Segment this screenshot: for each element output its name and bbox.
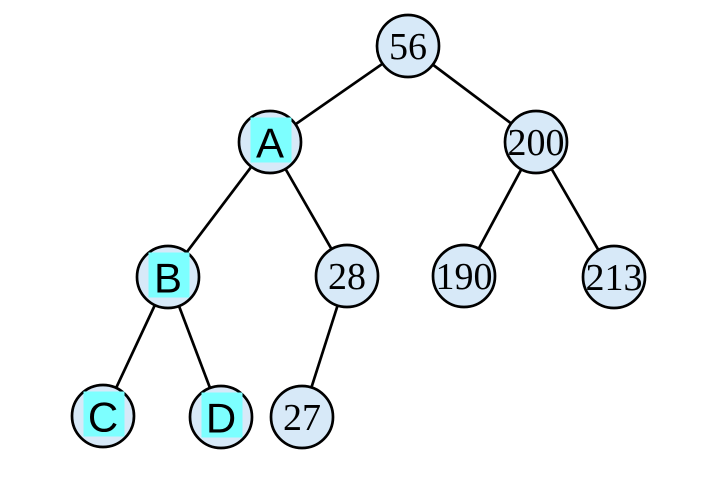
node-label-A: A [256,120,284,167]
tree-node-190: 190 [431,243,497,309]
tree-node-28: 28 [314,243,380,309]
node-circle-190 [431,243,497,309]
tree-node-A: A [237,109,303,175]
node-label-56: 56 [389,26,427,68]
node-label-190: 190 [436,256,493,298]
node-circle-213 [581,244,647,310]
node-label-D: D [206,395,236,442]
node-highlight-A [250,117,292,163]
node-label-200: 200 [508,122,565,164]
tree-node-27: 27 [269,384,335,450]
node-circle-28 [314,243,380,309]
node-label-27: 27 [283,397,321,439]
node-label-28: 28 [328,256,366,298]
node-circle-27 [269,384,335,450]
tree-node-B: B [135,244,201,310]
node-circle-56 [375,13,441,79]
tree-edges-layer [101,44,616,418]
tree-node-200: 200 [503,109,569,175]
tree-node-213: 213 [581,244,647,310]
node-highlight-B [148,252,190,298]
node-highlight-D [201,392,243,438]
tree-node-C: C [70,383,136,449]
node-label-213: 213 [586,257,643,299]
node-circle-200 [503,109,569,175]
node-label-B: B [154,255,182,302]
tree-node-56: 56 [375,13,441,79]
tree-node-D: D [188,384,254,450]
node-highlight-C [83,391,125,437]
node-label-C: C [88,394,118,441]
